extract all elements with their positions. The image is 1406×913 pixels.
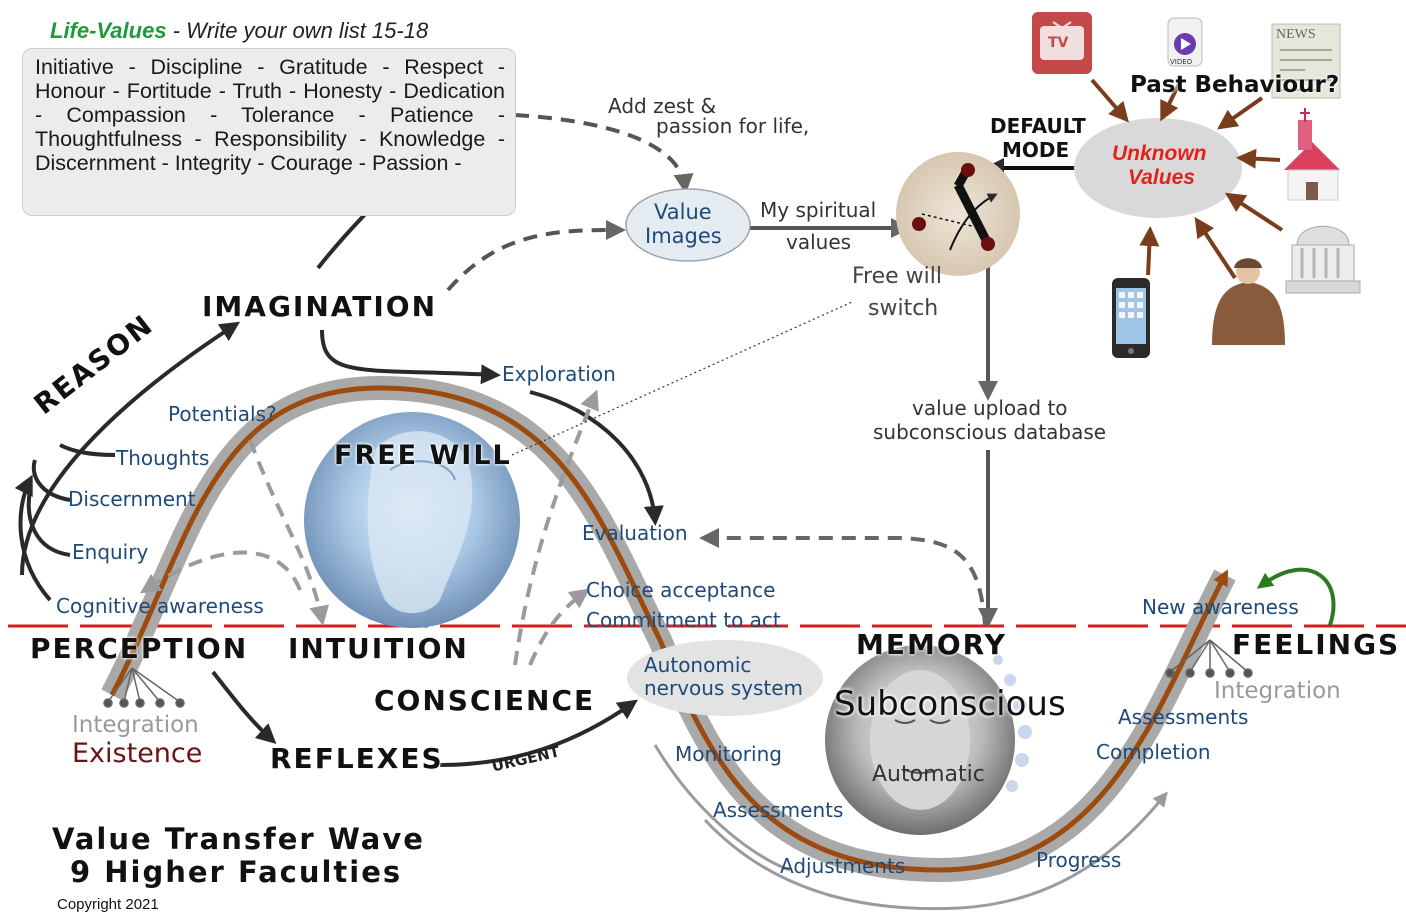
evaluation-label: Evaluation bbox=[582, 521, 688, 545]
faculty-reflexes: REFLEXES bbox=[270, 742, 444, 775]
assessments-right-label: Assessments bbox=[1118, 705, 1249, 729]
brain-head-icon bbox=[304, 412, 520, 628]
thoughts-label: Thoughts bbox=[116, 446, 210, 470]
reflexes-to-autonomic-arrow bbox=[439, 699, 638, 767]
feelings-roots bbox=[1165, 639, 1253, 678]
tv-icon-text: TV bbox=[1048, 35, 1069, 51]
newspaper-icon bbox=[1271, 23, 1341, 99]
imagination-to-value-images-arrow bbox=[446, 220, 626, 292]
feelings-loop-arrow bbox=[1256, 567, 1336, 626]
influence-arrows bbox=[1090, 78, 1284, 280]
reason-arrows bbox=[14, 321, 241, 602]
wave-brown-line bbox=[109, 385, 1228, 873]
enquiry-label: Enquiry bbox=[72, 540, 149, 564]
life-values-subtitle: - Write your own list 15-18 bbox=[166, 18, 429, 43]
monitoring-arc bbox=[653, 744, 791, 872]
free-will-switch-label-2: switch bbox=[868, 296, 939, 321]
church-icon bbox=[1284, 108, 1340, 201]
automatic-label: Automatic bbox=[872, 762, 985, 787]
conscience-to-exploration-arrow bbox=[513, 389, 599, 666]
existence-label: Existence bbox=[72, 738, 203, 769]
past-behaviour-label: Past Behaviour? bbox=[1130, 72, 1340, 98]
potentials-label: Potentials? bbox=[168, 402, 277, 426]
integration-right-label: Integration bbox=[1214, 678, 1341, 704]
switch-icon bbox=[896, 152, 1020, 276]
intuition-to-cognitive-arrow bbox=[140, 550, 302, 594]
sleeping-face-icon bbox=[825, 645, 1032, 835]
subconscious-label: Subconscious bbox=[834, 684, 1066, 724]
faculty-perception: PERCEPTION bbox=[30, 632, 249, 665]
autonomic-label-2: nervous system bbox=[644, 676, 804, 700]
default-mode-label: DEFAULT bbox=[990, 114, 1086, 138]
discernment-label: Discernment bbox=[68, 487, 196, 511]
my-spiritual-label: My spiritual bbox=[760, 198, 877, 222]
exploration-label: Exploration bbox=[502, 362, 616, 386]
unknown-values-label-2: Values bbox=[1128, 166, 1195, 189]
exploration-to-evaluation-arrow bbox=[529, 390, 664, 526]
autonomic-label: Autonomic bbox=[644, 653, 752, 677]
unknown-values-label: Unknown bbox=[1112, 142, 1207, 165]
faculty-free-will: FREE WILL bbox=[334, 440, 512, 471]
faculty-feelings: FEELINGS bbox=[1232, 628, 1401, 661]
value-images-ellipse bbox=[625, 188, 751, 262]
perception-to-reflexes-arrow bbox=[211, 670, 277, 745]
footer-title: Value Transfer Wave bbox=[52, 822, 425, 856]
tv-icon bbox=[1032, 12, 1092, 74]
autonomic-ellipse bbox=[627, 640, 823, 716]
free-will-dotted-line bbox=[511, 301, 853, 456]
free-will-switch-label: Free will bbox=[852, 264, 943, 289]
faculty-memory: MEMORY bbox=[856, 628, 1007, 661]
list-to-value-images-arrow bbox=[514, 113, 694, 194]
new-awareness-label: New awareness bbox=[1142, 595, 1299, 619]
choice-acceptance-label: Choice acceptance bbox=[586, 578, 776, 602]
commitment-label: Commitment to act bbox=[586, 608, 781, 632]
value-images-label-2: Images bbox=[645, 224, 722, 248]
perception-roots bbox=[103, 667, 185, 708]
unknown-values-ellipse bbox=[1074, 118, 1242, 218]
life-values-highlight: Life-Values bbox=[50, 18, 167, 43]
adjustments-label: Adjustments bbox=[780, 854, 906, 878]
bottom-progress-arc bbox=[703, 791, 1168, 911]
faculty-intuition: INTUITION bbox=[288, 632, 469, 665]
life-values-list: Initiative - Discipline - Gratitude - Re… bbox=[22, 48, 516, 216]
life-values-title: Life-Values - Write your own list 15-18 bbox=[50, 18, 428, 44]
smartphone-icon bbox=[1112, 278, 1150, 358]
cognitive-awareness-label: Cognitive awareness bbox=[56, 594, 264, 618]
values-label: values bbox=[786, 230, 852, 254]
default-mode-label-2: MODE bbox=[1002, 138, 1070, 162]
value-upload-label: value upload to bbox=[912, 396, 1068, 420]
progress-label: Progress bbox=[1036, 848, 1122, 872]
faculty-imagination: IMAGINATION bbox=[202, 290, 438, 323]
news-icon-text: NEWS bbox=[1276, 27, 1316, 42]
integration-left-label: Integration bbox=[72, 712, 199, 738]
monitoring-label: Monitoring bbox=[675, 742, 782, 766]
video-icon-text: VIDEO bbox=[1170, 58, 1193, 66]
imagination-to-exploration-arrow bbox=[320, 329, 501, 385]
value-upload-label-2: subconscious database bbox=[873, 420, 1107, 444]
video-icon bbox=[1167, 17, 1203, 67]
add-zest-label-2: passion for life, bbox=[656, 114, 810, 138]
capitol-icon bbox=[1285, 225, 1361, 294]
conscience-to-choice-arrow bbox=[528, 588, 590, 666]
copyright-label: Copyright 2021 bbox=[57, 896, 159, 913]
footer-subtitle: 9 Higher Faculties bbox=[70, 855, 403, 889]
preacher-icon bbox=[1212, 258, 1285, 345]
memory-to-evaluation-arrow bbox=[699, 528, 987, 626]
value-images-label: Value bbox=[654, 200, 712, 224]
completion-label: Completion bbox=[1096, 740, 1211, 764]
faculty-conscience: CONSCIENCE bbox=[374, 684, 596, 717]
potentials-to-intuition-arrow bbox=[248, 439, 330, 626]
add-zest-label: Add zest & bbox=[608, 94, 717, 118]
assessments-bottom-label: Assessments bbox=[713, 798, 844, 822]
